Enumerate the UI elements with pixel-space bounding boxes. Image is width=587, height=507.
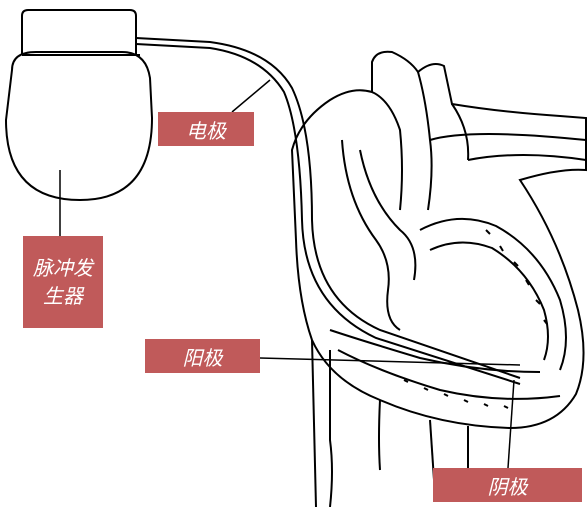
pulse-generator-device: [4, 9, 154, 202]
leader-anode: [259, 357, 521, 366]
cathode-label: 阴极: [433, 468, 582, 502]
anode-label: 阳极: [145, 339, 260, 373]
leader-lines: [59, 79, 521, 469]
electrode-label: 电极: [158, 112, 254, 146]
leader-electrode: [231, 79, 271, 113]
pacing-lead: [135, 37, 521, 385]
heart-illustration: [290, 50, 587, 507]
pulse-generator-label: 脉冲发生器: [23, 236, 103, 328]
leader-cathode: [507, 379, 515, 469]
